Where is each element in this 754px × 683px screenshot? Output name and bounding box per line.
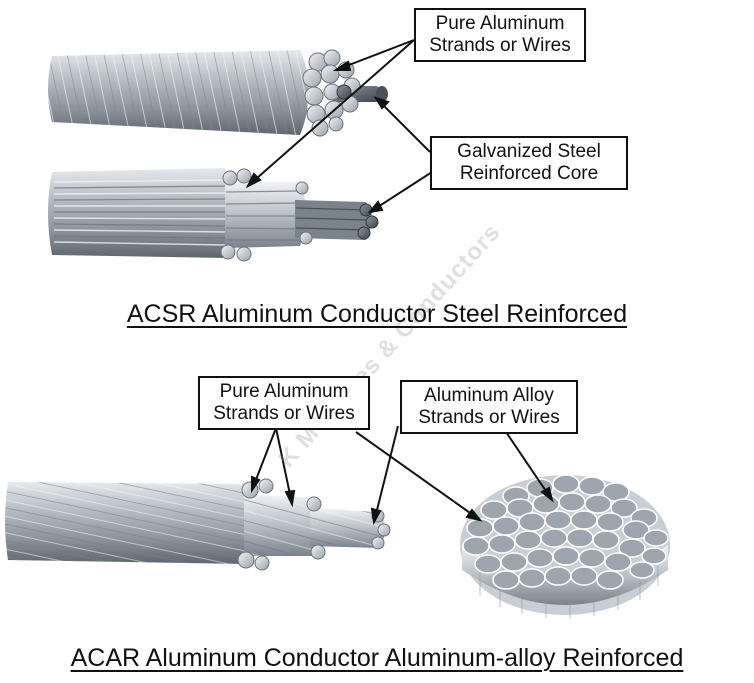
alloy-cross-section bbox=[460, 474, 670, 619]
callout-line-1: Pure Aluminum bbox=[219, 381, 349, 402]
acar-pure-aluminum-callout: Pure Aluminum Strands or Wires bbox=[198, 376, 370, 430]
acar-heading: ACAR Aluminum Conductor Aluminum-alloy R… bbox=[70, 644, 684, 672]
acsr-cable-stepped bbox=[48, 168, 379, 262]
pointer-lines bbox=[245, 39, 554, 526]
acar-alloy-callout: Aluminum Alloy Strands or Wires bbox=[400, 380, 578, 434]
callout-line-2: Strands or Wires bbox=[418, 407, 560, 428]
callout-line-2: Strands or Wires bbox=[213, 403, 355, 424]
callout-line-1: Aluminum Alloy bbox=[424, 385, 554, 406]
callout-line-1: Galvanized Steel bbox=[457, 141, 601, 162]
callout-line-2: Reinforced Core bbox=[459, 163, 599, 184]
acsr-steel-core-callout: Galvanized Steel Reinforced Core bbox=[430, 136, 628, 190]
callout-line-1: Pure Aluminum bbox=[435, 13, 565, 34]
acar-cable bbox=[5, 478, 391, 571]
acsr-cable-top bbox=[48, 49, 388, 137]
acsr-heading: ACSR Aluminum Conductor Steel Reinforced bbox=[126, 300, 628, 328]
acsr-pure-aluminum-callout: Pure Aluminum Strands or Wires bbox=[414, 8, 586, 62]
callout-line-2: Strands or Wires bbox=[429, 35, 571, 56]
